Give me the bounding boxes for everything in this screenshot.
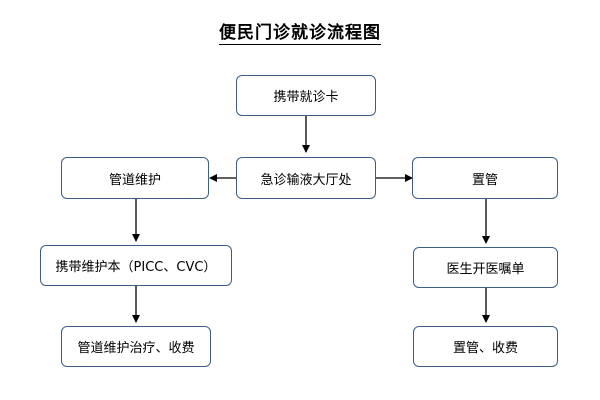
node-doctor-order: 医生开医嘱单	[413, 247, 558, 288]
node-carry-card: 携带就诊卡	[236, 75, 376, 116]
node-tube-maintenance: 管道维护	[61, 157, 209, 199]
diagram-title: 便民门诊就诊流程图	[219, 23, 381, 45]
node-placement: 置管	[412, 157, 558, 199]
node-carry-book: 携带维护本（PICC、CVC）	[40, 245, 232, 286]
node-placement-charge: 置管、收费	[413, 326, 558, 367]
node-emergency-hall: 急诊输液大厅处	[236, 157, 376, 199]
node-maintenance-treatment: 管道维护治疗、收费	[61, 326, 211, 367]
